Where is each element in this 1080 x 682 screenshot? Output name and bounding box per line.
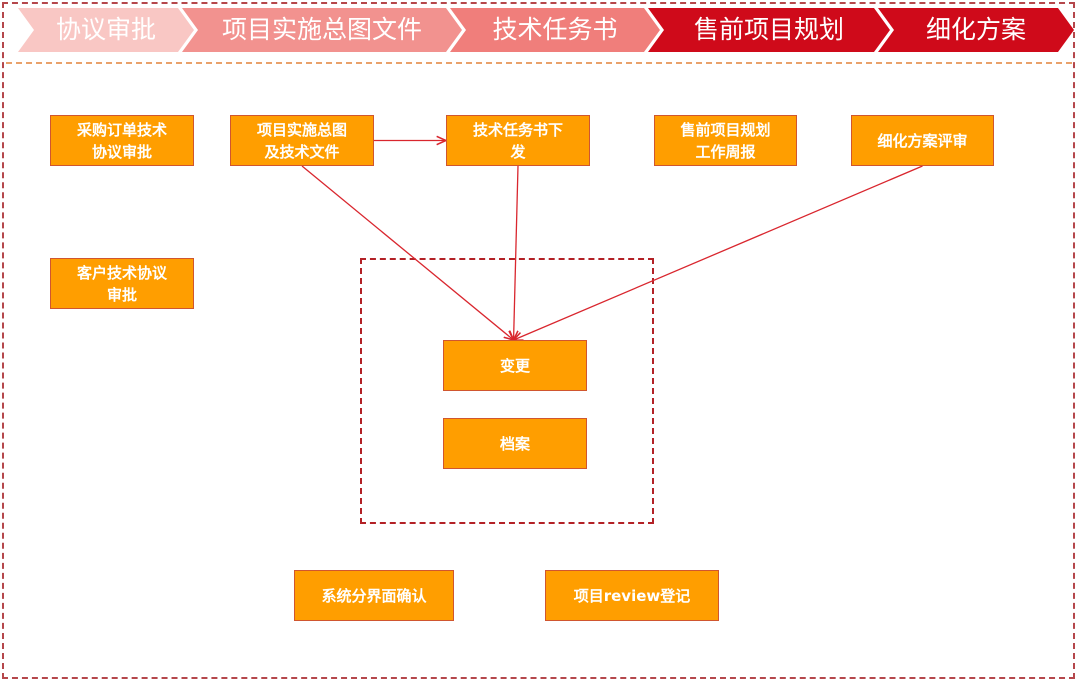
step-label-s5: 细化方案 (925, 15, 1026, 44)
process-step-bar: 协议审批 项目实施总图文件 技术任务书 售前项目规划 细化方案 (0, 0, 1080, 60)
node-n2[interactable]: 项目实施总图 及技术文件 (230, 115, 374, 166)
node-label-n1: 采购订单技术 协议审批 (76, 120, 167, 161)
node-n5[interactable]: 细化方案评审 (851, 115, 994, 166)
node-n6[interactable]: 客户技术协议 审批 (50, 258, 194, 309)
node-label-n7: 变更 (499, 356, 530, 375)
header-divider (6, 62, 1072, 64)
step-label-s3: 技术任务书 (492, 15, 618, 44)
step-chevron-s1[interactable] (18, 8, 194, 52)
node-label-n9: 系统分界面确认 (321, 586, 427, 605)
step-label-s1: 协议审批 (55, 15, 156, 44)
step-chevron-s3[interactable] (450, 8, 660, 52)
node-label-n4: 售前项目规划 工作周报 (680, 120, 771, 161)
node-n1[interactable]: 采购订单技术 协议审批 (50, 115, 194, 166)
node-label-n2: 项目实施总图 及技术文件 (256, 120, 347, 161)
node-n10[interactable]: 项目review登记 (545, 570, 719, 621)
step-label-s4: 售前项目规划 (693, 15, 844, 44)
node-label-n3: 技术任务书下 发 (472, 120, 563, 161)
step-chevron-s4[interactable] (648, 8, 890, 52)
node-n4[interactable]: 售前项目规划 工作周报 (654, 115, 797, 166)
step-chevrons-svg (18, 8, 1074, 52)
step-chevron-s2[interactable] (182, 8, 462, 52)
step-label-s2: 项目实施总图文件 (221, 15, 422, 44)
node-label-n10: 项目review登记 (573, 586, 691, 605)
step-chevron-s5[interactable] (878, 8, 1074, 52)
node-label-n5: 细化方案评审 (877, 131, 968, 150)
node-n8[interactable]: 档案 (443, 418, 587, 469)
node-n9[interactable]: 系统分界面确认 (294, 570, 454, 621)
node-n7[interactable]: 变更 (443, 340, 587, 391)
change-archive-group (360, 258, 654, 524)
node-n3[interactable]: 技术任务书下 发 (446, 115, 590, 166)
node-label-n8: 档案 (499, 434, 530, 453)
node-label-n6: 客户技术协议 审批 (76, 263, 167, 304)
